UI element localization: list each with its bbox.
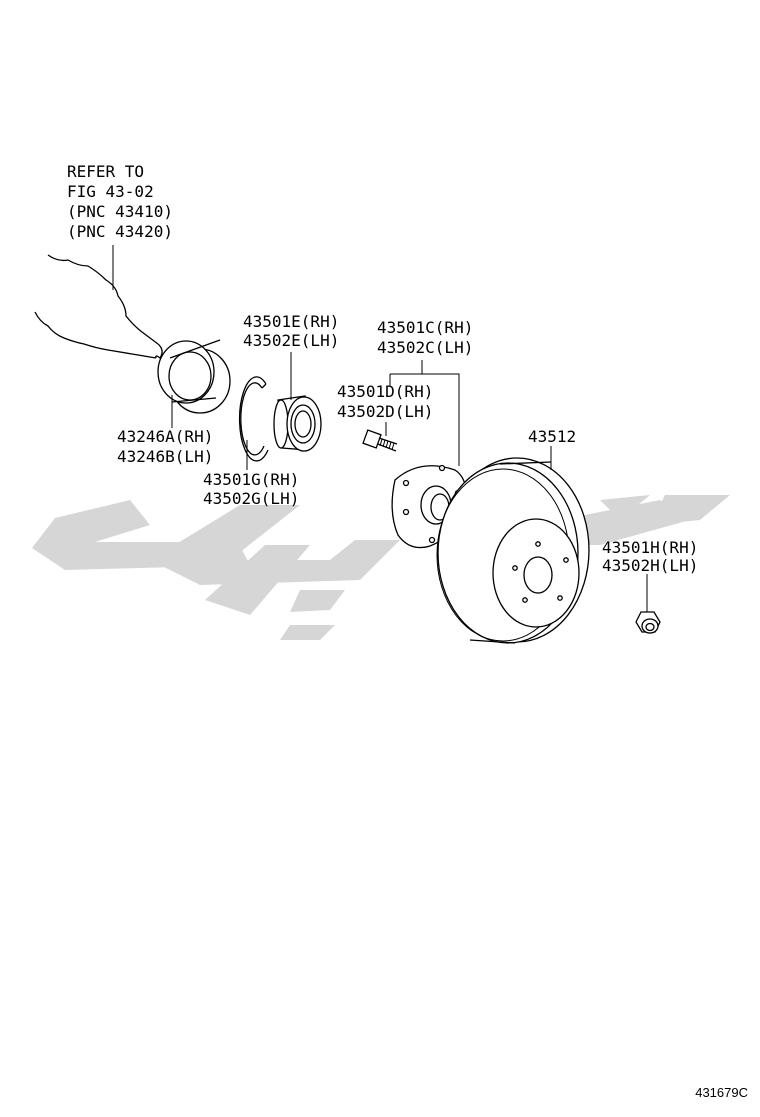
part-number-label: 43502H(LH)	[602, 556, 698, 575]
part-number-label: 43501D(RH)	[337, 382, 433, 401]
part-number-label: 43501H(RH)	[602, 538, 698, 557]
hub-nut	[635, 574, 661, 634]
callout-bearing: 43501E(RH) 43502E(LH)	[243, 312, 339, 350]
part-number-label: 43501C(RH)	[377, 318, 473, 337]
callout-nut: 43501H(RH) 43502H(LH)	[602, 538, 698, 575]
watermark-logo	[32, 495, 730, 640]
part-number-label: 43502C(LH)	[377, 338, 473, 357]
reference-note: REFER TO FIG 43-02 (PNC 43410) (PNC 4342…	[67, 162, 173, 241]
brake-disc	[436, 446, 590, 644]
callout-disc: 43512	[528, 427, 576, 446]
part-number-label: 43502D(LH)	[337, 402, 433, 421]
part-number-label: 43501E(RH)	[243, 312, 339, 331]
part-number-label: 43512	[528, 427, 576, 446]
part-number-label: 43502G(LH)	[203, 489, 299, 508]
part-number-label: 43246B(LH)	[117, 447, 213, 466]
steering-knuckle-break	[34, 245, 163, 359]
part-number-label: 43246A(RH)	[117, 427, 213, 446]
callout-hub-bolt: 43501D(RH) 43502D(LH)	[337, 382, 433, 421]
callout-seal: 43246A(RH) 43246B(LH)	[117, 427, 213, 466]
reference-note-line: (PNC 43410)	[67, 202, 173, 221]
oil-seal	[157, 339, 231, 428]
part-number-label: 43501G(RH)	[203, 470, 299, 489]
callout-snap-ring: 43501G(RH) 43502G(LH)	[203, 470, 299, 508]
callout-hub-assy: 43501C(RH) 43502C(LH)	[377, 318, 473, 357]
part-number-label: 43502E(LH)	[243, 331, 339, 350]
hub-bearing	[273, 352, 322, 452]
reference-note-line: (PNC 43420)	[67, 222, 173, 241]
hub-bolt	[362, 422, 398, 452]
figure-number: 431679C	[695, 1085, 748, 1100]
snap-ring	[238, 376, 269, 470]
reference-note-line: REFER TO	[67, 162, 144, 181]
reference-note-line: FIG 43-02	[67, 182, 154, 201]
